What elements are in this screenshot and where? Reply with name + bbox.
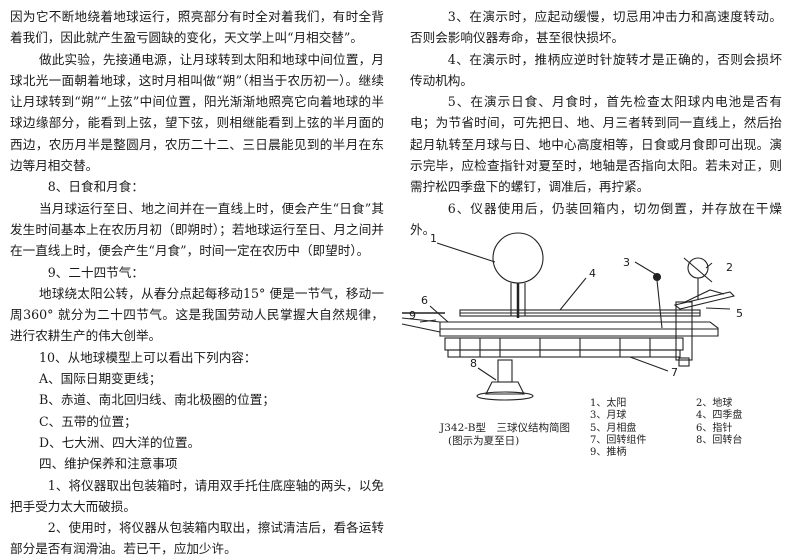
list-item-d: D、七大洲、四大洋的位置。 <box>38 434 201 450</box>
paragraph-maintenance-5: 5、在演示日食、月食时，首先检查太阳球内电池是否有电；为节省时间，可先把日、地、… <box>410 94 782 195</box>
heading-maintenance: 四、维护保养和注意事项 <box>38 456 178 472</box>
list-item-c: C、五带的位置； <box>38 413 137 429</box>
callout-6: 6 <box>421 294 428 307</box>
list-item-b: B、赤道、南北回归线、南北极圈的位置； <box>38 392 275 408</box>
top-plate <box>439 321 719 337</box>
paragraph-maintenance-3: 3、在演示时，应起动缓慢，切忌用冲击力和高速度转动。否则会影响仪器寿命，甚至很快… <box>410 9 782 46</box>
moon-sphere <box>652 272 662 282</box>
paragraph-maintenance-4: 4、在演示时，推柄应逆时针旋转才是正确的，否则会损坏传动机构。 <box>410 51 782 88</box>
legend-right: 2、地球 4、四季盘 6、指针 8、回转台 <box>696 398 742 447</box>
legend-item: 1、太阳 <box>590 398 627 409</box>
figure-caption-note: (图示为夏至日) <box>448 435 520 447</box>
heading-solar-terms: 9、二十四节气： <box>47 264 144 280</box>
earth-sphere <box>687 257 709 279</box>
callout-9: 9 <box>409 309 416 322</box>
earth-axis <box>683 257 713 283</box>
legend-item: 2、地球 <box>696 398 733 409</box>
heading-eclipses: 8、日食和月食： <box>47 179 144 195</box>
legend-item: 5、月相盘 <box>590 422 637 434</box>
figure-caption: J342-B型 三球仪结构简图 (图示为夏至日) <box>440 422 570 448</box>
orrery-structure-diagram: 1 2 3 4 5 6 7 8 9 J342-B型 三球仪结构简图 (图示为夏至… <box>400 210 788 525</box>
right-text-column: 3、在演示时，应起动缓慢，切忌用冲击力和高速度转动。否则会影响仪器寿命，甚至很快… <box>410 6 782 240</box>
paragraph-maintenance-1: 1、将仪器取出包装箱时，请用双手托住底座轴的两头，以免把手受力太大而破损。 <box>10 477 384 514</box>
paragraph-maintenance-2: 2、使用时，将仪器从包装箱内取出，擦试清洁后，看各运转部分是否有润滑油。若已干，… <box>10 520 384 557</box>
legend-left: 1、太阳 3、月球 5、月相盘 7、回转组件 9、推柄 <box>590 398 646 459</box>
legend-item: 3、月球 <box>590 410 627 422</box>
paragraph-eclipses: 当月球运行至日、地之间并在一直线上时，便会产生“日食”其发生时间基本上在农历月初… <box>10 200 384 259</box>
callout-3: 3 <box>623 256 630 269</box>
left-text-column: 因为它不断地绕着地球运行，照亮部分有时全对着我们，有时全背着我们，因此就产生盈亏… <box>10 6 384 560</box>
legend-item: 9、推柄 <box>590 447 627 459</box>
sun-sphere <box>492 232 544 284</box>
figure-caption-title: J342-B型 三球仪结构简图 <box>440 422 571 434</box>
paragraph-maintenance-6: 6、仪器使用后，仍装回箱内，切勿倒置，并存放在干燥外。 <box>410 200 782 237</box>
callout-4: 4 <box>589 267 596 280</box>
legend-item: 6、指针 <box>696 422 733 434</box>
callout-5: 5 <box>736 307 743 320</box>
legend-item: 7、回转组件 <box>590 434 647 446</box>
callout-2: 2 <box>726 261 733 274</box>
heading-earth-model: 10、从地球模型上可以看出下列内容： <box>38 349 257 365</box>
gear-stack <box>444 337 684 351</box>
callout-8: 8 <box>470 357 477 370</box>
callout-7: 7 <box>671 366 678 379</box>
list-item-a: A、国际日期变更线； <box>38 371 162 387</box>
paragraph-moon-phases-intro: 因为它不断地绕着地球运行，照亮部分有时全对着我们，有时全背着我们，因此就产生盈亏… <box>10 9 384 46</box>
base-stand <box>485 381 525 395</box>
legend-item: 4、四季盘 <box>696 410 743 422</box>
paragraph-moon-phase-experiment: 做此实验，先接通电源，让月球转到太阳和地球中间位置，月球北光一面朝着地球，这时月… <box>10 51 384 174</box>
callout-1: 1 <box>430 232 437 245</box>
paragraph-solar-terms: 地球绕太阳公转，从春分点起每移动15° 便是一节气，移动一周360° 就分为二十… <box>10 285 384 344</box>
base-foot <box>476 391 534 401</box>
legend-item: 8、回转台 <box>696 434 743 446</box>
orrery-drawing <box>401 232 736 401</box>
